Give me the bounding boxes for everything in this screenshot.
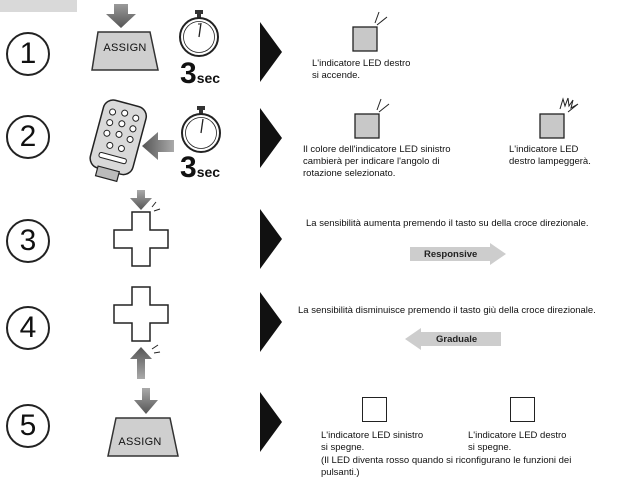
left-arrow-icon <box>142 132 174 160</box>
step-1-caption: L'indicatore LED destro si accende. <box>312 58 410 82</box>
right-arrow-icon <box>410 243 506 265</box>
timer-2: 3sec <box>180 151 220 185</box>
dpad-icon <box>113 211 169 267</box>
step-4-caption: La sensibilità disminuisce premendo il t… <box>298 305 596 316</box>
down-arrow-icon <box>106 4 136 28</box>
caption-line: L'indicatore LED <box>509 144 579 155</box>
header-tab <box>0 0 77 12</box>
step-2-number: 2 <box>6 115 50 159</box>
caption-line: si spegne. <box>468 442 512 453</box>
down-arrow-icon <box>130 190 152 210</box>
led-icon <box>352 26 378 52</box>
caption-line: L'indicatore LED destro <box>468 430 567 441</box>
left-arrow-icon <box>405 328 501 350</box>
caption-line: L'indicatore LED destro <box>312 58 411 69</box>
triangle-2-icon <box>260 108 282 168</box>
stopwatch-1-icon <box>179 10 219 57</box>
dpad-up-press <box>113 190 169 267</box>
led-icon <box>539 113 565 139</box>
triangle-3-icon <box>260 209 282 269</box>
step-2-caption-left: Il colore dell'indicatore LED sinistro c… <box>303 144 451 180</box>
triangle-5-icon <box>260 392 282 452</box>
step-3-caption: La sensibilità aumenta premendo il tasto… <box>306 218 589 229</box>
step-arrows <box>260 22 282 452</box>
controller-press-icon <box>89 99 174 183</box>
step-5-note: (Il LED diventa rosso quando si riconfig… <box>321 455 571 479</box>
triangle-1-icon <box>260 22 282 82</box>
caption-line: si spegne. <box>321 442 365 453</box>
led-left-color <box>354 98 390 139</box>
responsive-label: Responsive <box>424 249 478 260</box>
timer-1: 3sec <box>180 57 220 91</box>
step-4-number: 4 <box>6 306 50 350</box>
blink-icon <box>559 97 579 113</box>
down-arrow-icon <box>134 388 158 414</box>
step-5-caption-left: L'indicatore LED sinistro si spegne. <box>321 430 423 454</box>
caption-line: destro lampeggerà. <box>509 156 591 167</box>
step-2-caption-right: L'indicatore LED destro lampeggerà. <box>509 144 591 168</box>
responsive-arrow <box>410 243 506 265</box>
led-right-on-1 <box>352 11 388 52</box>
step-5-caption-right: L'indicatore LED destro si spegne. <box>468 430 566 454</box>
up-arrow-icon <box>130 347 152 379</box>
graduale-label: Graduale <box>436 334 478 345</box>
timer-1-unit: sec <box>196 70 221 86</box>
led-right-off-icon <box>510 397 535 422</box>
caption-line: L'indicatore LED sinistro <box>321 430 424 441</box>
assign-button-press-5 <box>107 388 179 457</box>
assign-label-1: ASSIGN <box>103 42 147 54</box>
step-5-number: 5 <box>6 404 50 448</box>
timer-2-unit: sec <box>196 164 221 180</box>
triangle-4-icon <box>260 292 282 352</box>
dpad-down-press <box>113 286 169 379</box>
caption-line: si accende. <box>312 70 361 81</box>
step-1-number: 1 <box>6 32 50 76</box>
assign-key-icon <box>91 31 159 71</box>
led-right-blink <box>539 97 579 139</box>
note-line: (Il LED diventa rosso quando si riconfig… <box>321 455 572 466</box>
dpad-icon <box>113 286 169 342</box>
led-icon <box>354 113 380 139</box>
note-line: pulsanti.) <box>321 467 360 478</box>
assign-label-5: ASSIGN <box>118 436 162 448</box>
caption-line: cambierà per indicare l'angolo di <box>303 156 440 167</box>
graduale-arrow <box>405 328 501 350</box>
assign-button-press-1 <box>91 4 159 71</box>
timer-2-value: 3 <box>180 151 197 184</box>
step-3-number: 3 <box>6 219 50 263</box>
timer-1-value: 3 <box>180 57 197 90</box>
assign-key-icon <box>107 417 179 457</box>
caption-line: rotazione selezionato. <box>303 168 396 179</box>
led-left-off-icon <box>362 397 387 422</box>
caption-line: Il colore dell'indicatore LED sinistro <box>303 144 451 155</box>
stopwatch-2-icon <box>181 106 221 153</box>
